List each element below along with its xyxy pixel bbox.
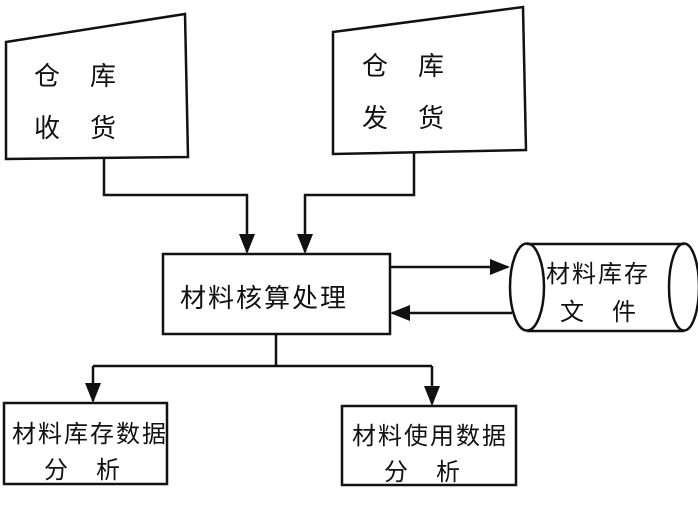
usage-data-analysis-line2: 分 析	[384, 458, 462, 486]
material-accounting-label: 材料核算处理	[180, 284, 349, 314]
usage-data-analysis-box	[340, 404, 518, 487]
material-inventory-file-left-cap	[508, 242, 546, 332]
receiving-to-accounting-arrow	[102, 158, 255, 254]
dispatch-to-accounting-arrow	[297, 153, 416, 254]
inventory-data-analysis-line2: 分 析	[44, 456, 122, 484]
material-inventory-file-right-cap	[667, 242, 698, 332]
material-inventory-file-line1: 材料库存	[546, 260, 650, 288]
inventory-data-analysis-box	[2, 401, 169, 486]
warehouse-dispatch-line2: 发 货	[362, 104, 447, 134]
inventory-data-analysis-line1: 材料库存数据	[12, 420, 168, 448]
warehouse-receiving-line2: 收 货	[34, 114, 119, 144]
warehouse-receiving-shape	[4, 12, 190, 161]
warehouse-dispatch-line1: 仓 库	[362, 52, 447, 82]
material-inventory-file-shape	[527, 242, 684, 333]
warehouse-dispatch-shape	[331, 5, 528, 156]
warehouse-receiving-line1: 仓 库	[34, 62, 119, 92]
material-inventory-file-line2: 文 件	[560, 298, 638, 326]
usage-data-analysis-line1: 材料使用数据	[352, 422, 508, 450]
